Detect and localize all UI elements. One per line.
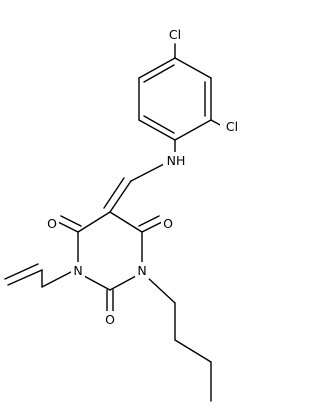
n-right-label: N bbox=[137, 263, 146, 278]
pyrimidine-ring bbox=[77, 211, 143, 291]
atom-label-o-left: O bbox=[45, 215, 59, 232]
cl-top-label: Cl bbox=[169, 27, 181, 42]
atom-label-n-left: N bbox=[71, 262, 85, 279]
bond-ring-1 bbox=[174, 57, 212, 79]
bond-ring-6 bbox=[138, 57, 176, 79]
bond-n1-butyl-1 bbox=[146, 276, 176, 304]
bond-ch-c5-double bbox=[103, 177, 125, 209]
bond-n3-ch2 bbox=[41, 271, 72, 288]
o-left-label: O bbox=[47, 216, 57, 231]
bond-n3-c2 bbox=[83, 275, 111, 291]
bond-c5-c6 bbox=[109, 211, 143, 233]
atom-label-n-right: N bbox=[135, 262, 149, 279]
bond-ring-3 bbox=[174, 119, 212, 141]
o-right-label: O bbox=[163, 216, 173, 231]
bond-butyl-3 bbox=[174, 339, 212, 363]
n-left-label: N bbox=[73, 263, 82, 278]
dichlorophenyl-ring bbox=[138, 57, 212, 141]
atom-label-nh: NH bbox=[163, 152, 189, 169]
cl-right-label: Cl bbox=[226, 119, 238, 134]
molecule-diagram: Cl Cl NH O O N N O bbox=[4, 26, 244, 402]
bond-c4-o bbox=[57, 221, 79, 233]
bond-n1-c2 bbox=[109, 275, 137, 291]
nh-label: NH bbox=[167, 153, 186, 168]
atom-label-cl-right: Cl bbox=[220, 118, 244, 135]
atom-label-o-bottom: O bbox=[103, 311, 117, 328]
o-bottom-label: O bbox=[105, 312, 115, 327]
bond-c6-o bbox=[141, 221, 163, 233]
bond-allyl-ch-ch2 bbox=[7, 269, 43, 286]
bond-allyl-ch-ch2-double bbox=[4, 263, 39, 280]
atom-label-cl-top: Cl bbox=[163, 26, 187, 43]
bond-nh-ch bbox=[130, 162, 167, 182]
bond-ring-6-inner bbox=[143, 64, 175, 83]
bond-c6-o-double bbox=[138, 215, 160, 227]
atom-label-o-right: O bbox=[161, 215, 175, 232]
bond-ch-c5 bbox=[109, 180, 132, 213]
bond-c5-c4 bbox=[77, 211, 111, 233]
bond-c4-o-double bbox=[60, 215, 82, 227]
bond-ring-4 bbox=[138, 119, 176, 141]
bond-ring-4-inner bbox=[143, 115, 175, 134]
